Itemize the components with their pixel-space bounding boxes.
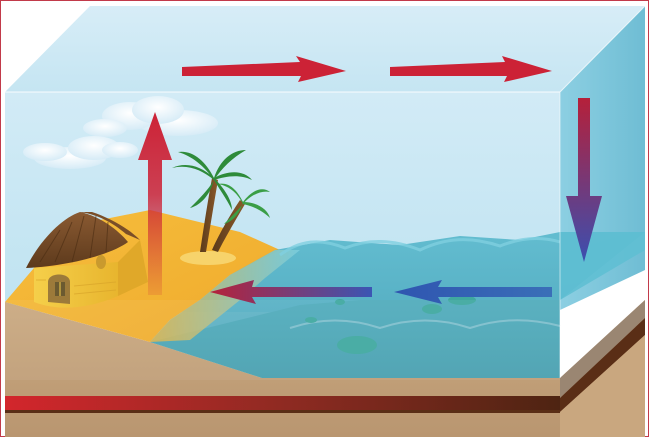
ground-heat-band [5, 396, 560, 410]
box-top-face [5, 6, 645, 92]
ground-dark-line [5, 410, 560, 413]
box-glass [5, 300, 560, 380]
